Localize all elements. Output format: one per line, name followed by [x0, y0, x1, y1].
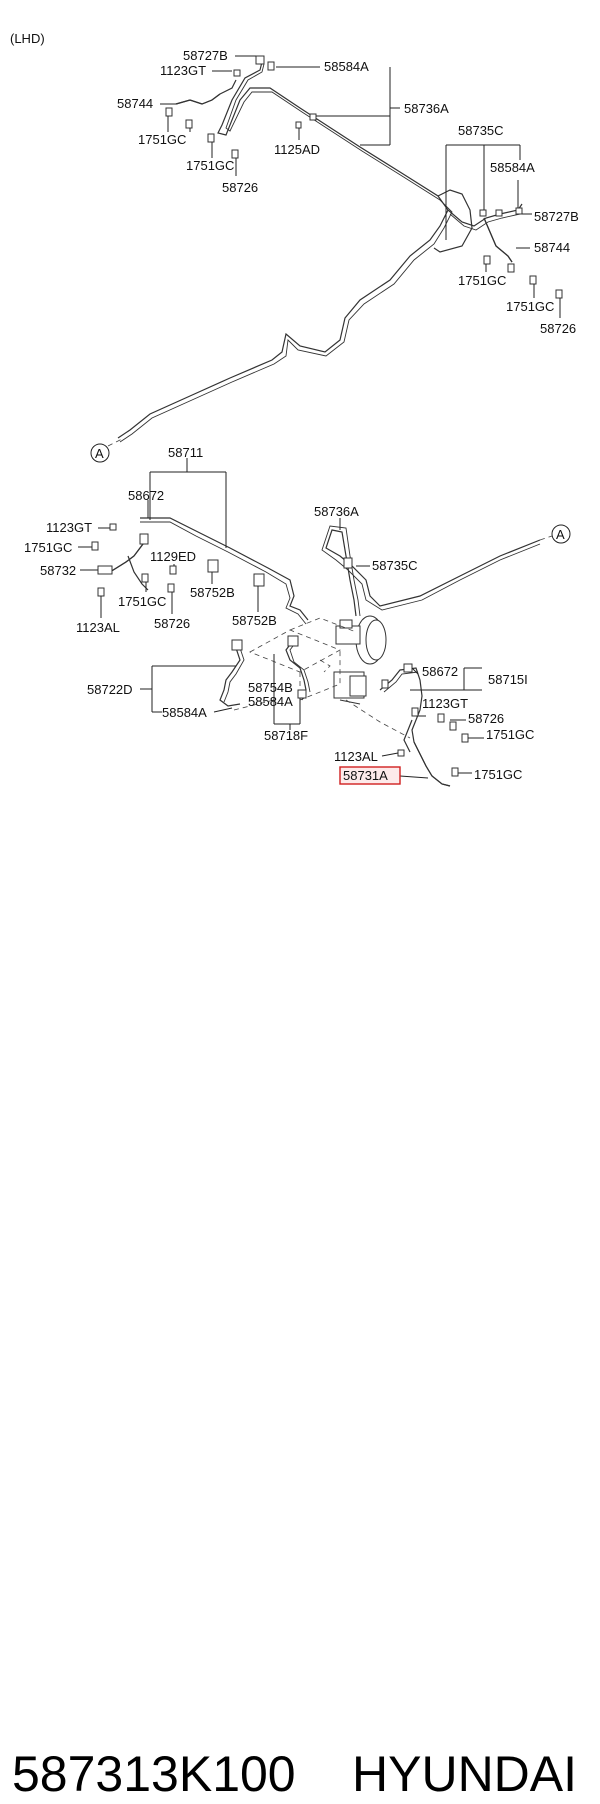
label-58735C-mid: 58735C: [372, 558, 418, 573]
label-1129ED: 1129ED: [150, 549, 196, 564]
label-1123GT-right: 1123GT: [422, 696, 468, 711]
bottom-labels: 58711 58672 1123GT 1751GC 58732 1129ED 1…: [24, 445, 534, 785]
part-number: 587313K100: [12, 1746, 296, 1802]
ref-a-right: A: [556, 527, 565, 542]
label-1125AD: 1125AD: [274, 142, 320, 157]
label-58584A-top: 58584A: [324, 59, 369, 74]
label-58726-mid: 58726: [154, 616, 190, 631]
ref-a-left: A: [95, 446, 104, 461]
label-58744-right: 58744: [534, 240, 570, 255]
label-1751GC-top1: 1751GC: [138, 132, 186, 147]
brand-name: HYUNDAI: [352, 1746, 578, 1802]
top-leaders: [160, 55, 561, 318]
label-58752B-1: 58752B: [190, 585, 235, 600]
highlight-box-58731A: [339, 766, 401, 785]
label-1751GC-mid: 1751GC: [118, 594, 166, 609]
label-58744-top: 58744: [117, 96, 153, 111]
label-58584A-low: 58584A: [162, 705, 207, 720]
label-1751GC-r1: 1751GC: [458, 273, 506, 288]
label-1123AL-left: 1123AL: [76, 620, 120, 635]
label-1751GC-top2: 1751GC: [186, 158, 234, 173]
brake-master-cylinder: [333, 615, 387, 705]
label-1123GT-left: 1123GT: [46, 520, 92, 535]
label-58732: 58732: [40, 563, 76, 578]
label-58726-low: 58726: [468, 711, 504, 726]
variant-label: (LHD): [10, 31, 45, 46]
label-58727B-top: 58727B: [183, 48, 228, 63]
label-58726-top: 58726: [222, 180, 258, 195]
label-58672-right: 58672: [422, 664, 458, 679]
label-1751GC-r2: 1751GC: [506, 299, 554, 314]
label-58672-left: 58672: [128, 488, 164, 503]
label-58711: 58711: [168, 445, 203, 460]
top-brake-pipe: [117, 61, 523, 443]
brake-line-diagram: (LHD): [10, 31, 579, 787]
label-1751GC-low2: 1751GC: [474, 767, 522, 782]
label-1751GC-low1: 1751GC: [486, 727, 534, 742]
label-1123AL-right: 1123AL: [334, 749, 378, 764]
label-58731A: 58731A: [343, 768, 388, 783]
hydraulic-unit-outline: [233, 617, 411, 739]
top-labels: 58727B 1123GT 58584A 58744 58736A 1751GC…: [117, 48, 579, 336]
label-1123GT-top: 1123GT: [160, 63, 206, 78]
caption-bar: 587313K100 HYUNDAI: [0, 868, 600, 1802]
label-58718F: 58718F: [264, 728, 308, 743]
top-fittings: [165, 55, 563, 299]
connector-a-left: A: [90, 437, 125, 463]
bottom-fittings: [91, 523, 469, 777]
label-58584A-mid: 58584A: [248, 694, 293, 709]
label-58752B-2: 58752B: [232, 613, 277, 628]
label-58736A-top: 58736A: [404, 101, 449, 116]
bottom-leaders: [78, 458, 484, 779]
connector-a-right: A: [539, 524, 571, 544]
label-1751GC-left: 1751GC: [24, 540, 72, 555]
label-58727B-right: 58727B: [534, 209, 579, 224]
label-58736A-mid: 58736A: [314, 504, 359, 519]
label-58754B: 58754B: [248, 680, 293, 695]
label-58735C-top: 58735C: [458, 123, 504, 138]
label-58715I: 58715I: [488, 672, 528, 687]
label-58584A-right: 58584A: [490, 160, 535, 175]
label-58726-right: 58726: [540, 321, 576, 336]
label-58722D: 58722D: [87, 682, 133, 697]
